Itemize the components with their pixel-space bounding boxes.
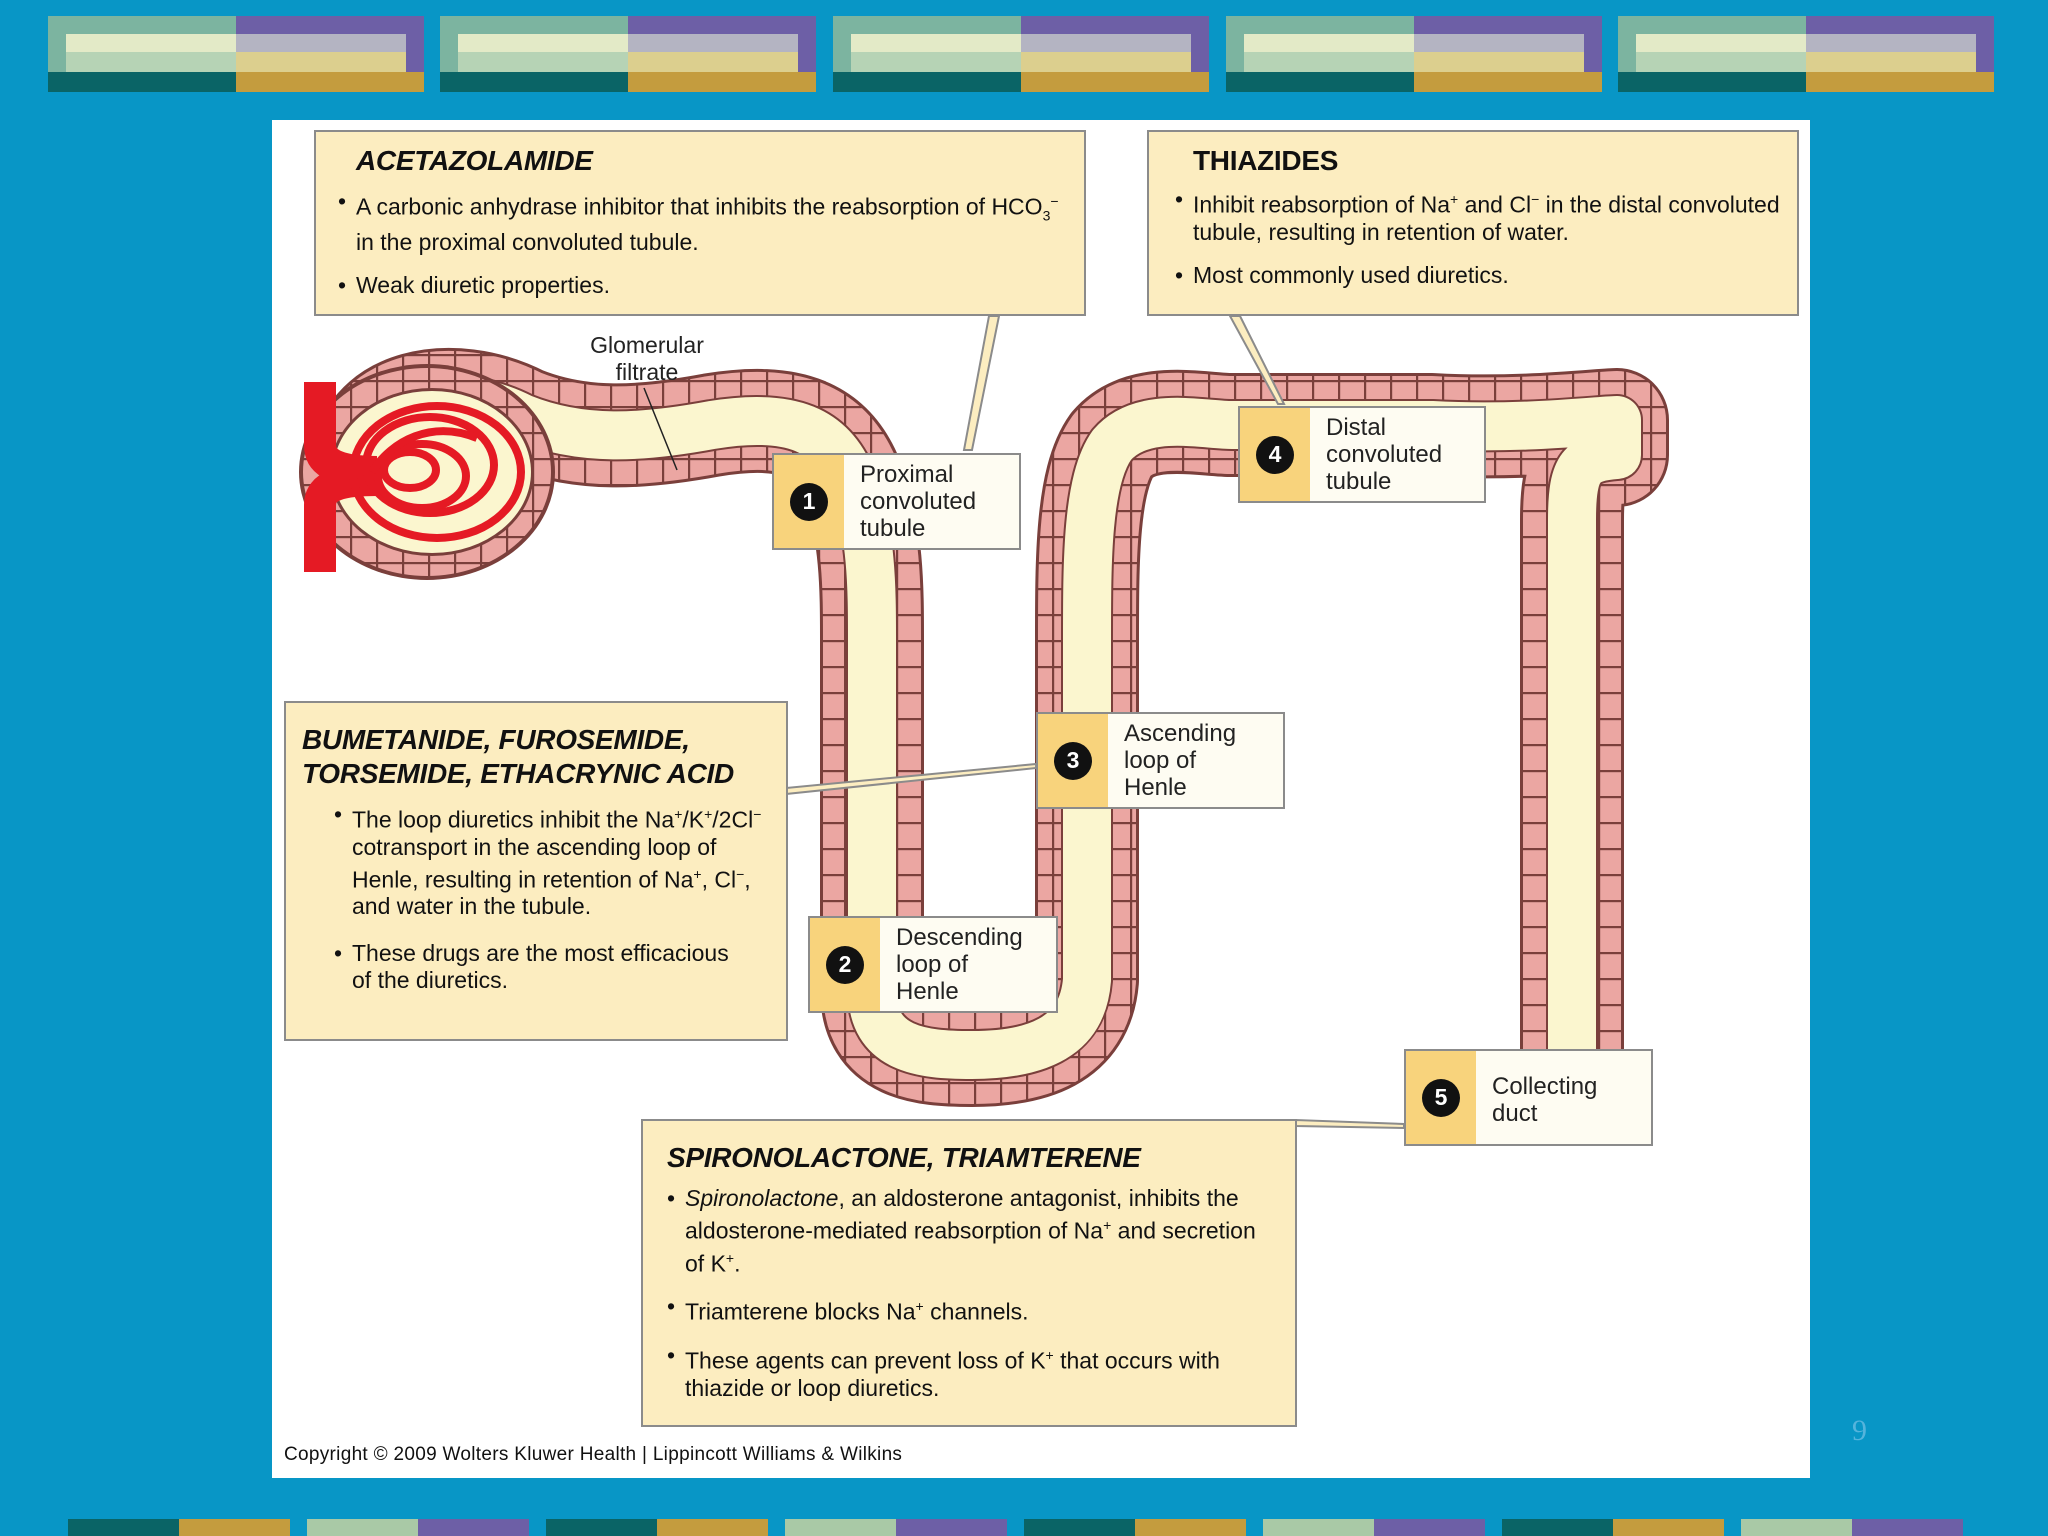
segment-1-proximal-tubule: 1 Proximal convoluted tubule — [772, 453, 1021, 550]
nephron-diuretics-figure: ACETAZOLAMIDE A carbonic anhydrase inhib… — [272, 120, 1810, 1478]
segment-label: Ascending loop of Henle — [1124, 720, 1237, 801]
thiazides-title: THIAZIDES — [1193, 145, 1339, 176]
banner-strip — [1263, 1519, 1485, 1536]
banner-block — [440, 16, 816, 92]
segment-label: Collecting duct — [1492, 1073, 1598, 1127]
loop-diuretics-bullet-2: These drugs are the most efficacious of … — [334, 940, 776, 994]
thiazides-callout: THIAZIDES Inhibit reabsorption of Na+ an… — [1147, 130, 1799, 316]
acetazolamide-bullet-2: Weak diuretic properties. — [338, 272, 1064, 299]
spironolactone-bullet-1: Spironolactone, an aldosterone antagonis… — [667, 1185, 1275, 1277]
copyright-notice: Copyright © 2009 Wolters Kluwer Health |… — [284, 1444, 903, 1465]
thiazides-bullet-1: Inhibit reabsorption of Na+ and Cl− in t… — [1175, 186, 1781, 246]
banner-strip — [546, 1519, 768, 1536]
loop-diuretics-callout: BUMETANIDE, FUROSEMIDE, TORSEMIDE, ETHAC… — [284, 701, 788, 1041]
banner-strip — [307, 1519, 529, 1536]
segment-4-distal-tubule: 4 Distal convoluted tubule — [1238, 406, 1486, 503]
spironolactone-callout: SPIRONOLACTONE, TRIAMTERENE Spironolacto… — [641, 1119, 1297, 1427]
banner-block — [48, 16, 424, 92]
banner-strip — [68, 1519, 290, 1536]
banner-strip — [1741, 1519, 1963, 1536]
segment-number-badge: 4 — [1256, 435, 1294, 474]
banner-block — [1226, 16, 1602, 92]
loop-diuretics-title: BUMETANIDE, FUROSEMIDE, TORSEMIDE, ETHAC… — [302, 724, 734, 789]
banner-strip — [1024, 1519, 1246, 1536]
thiazides-bullet-2: Most commonly used diuretics. — [1175, 262, 1781, 289]
segment-3-ascending-loop: 3 Ascending loop of Henle — [1036, 712, 1285, 809]
segment-number-badge: 3 — [1054, 741, 1092, 780]
spironolactone-bullet-3: These agents can prevent loss of K+ that… — [667, 1342, 1275, 1402]
banner-strip — [785, 1519, 1007, 1536]
segment-label: Descending loop of Henle — [896, 924, 1023, 1005]
segment-label: Proximal convoluted tubule — [860, 461, 977, 542]
banner-block — [833, 16, 1209, 92]
nephron-illustration — [299, 315, 1669, 1130]
acetazolamide-title: ACETAZOLAMIDE — [356, 145, 593, 176]
segment-5-collecting-duct: 5 Collecting duct — [1404, 1049, 1653, 1146]
banner-block — [1618, 16, 1994, 92]
segment-2-descending-loop: 2 Descending loop of Henle — [808, 916, 1058, 1013]
glomerular-filtrate-label: Glomerular filtrate — [590, 332, 704, 385]
spironolactone-title: SPIRONOLACTONE, TRIAMTERENE — [667, 1142, 1141, 1173]
segment-number-badge: 5 — [1422, 1078, 1460, 1117]
segment-number-badge: 2 — [826, 945, 864, 984]
segment-label: Distal convoluted tubule — [1326, 414, 1443, 495]
acetazolamide-bullet-1: A carbonic anhydrase inhibitor that inhi… — [338, 188, 1064, 256]
segment-number-badge: 1 — [790, 482, 828, 521]
banner-strip — [1502, 1519, 1724, 1536]
spironolactone-bullet-2: Triamterene blocks Na+ channels. — [667, 1293, 1275, 1326]
loop-diuretics-bullet-1: The loop diuretics inhibit the Na+/K+/2C… — [334, 801, 776, 920]
acetazolamide-callout: ACETAZOLAMIDE A carbonic anhydrase inhib… — [314, 130, 1086, 316]
slide-page-number: 9 — [1852, 1414, 1867, 1447]
